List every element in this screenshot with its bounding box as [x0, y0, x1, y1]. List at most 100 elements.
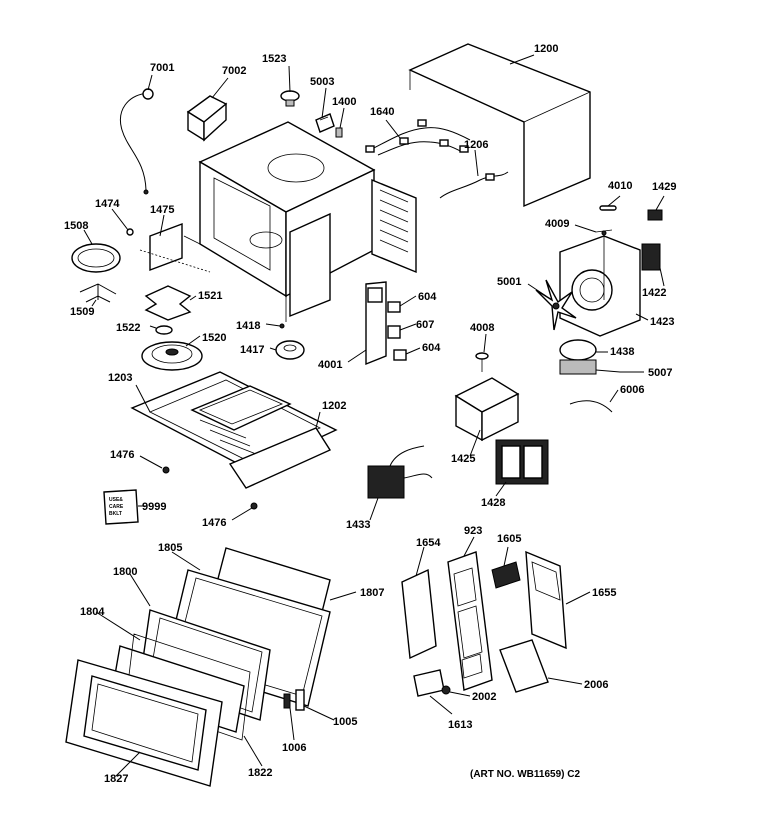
part-1521-plate [144, 285, 192, 321]
part-1655-circuit-board [525, 550, 567, 650]
part-1005-latch [295, 689, 305, 711]
label-4010: 4010 [608, 180, 632, 192]
part-5001-fan-blade [535, 279, 577, 331]
label-7001: 7001 [150, 62, 174, 74]
label-1005: 1005 [333, 716, 357, 728]
part-1509-roller-support [79, 283, 117, 303]
part-1006-latch-spring [283, 693, 291, 709]
manual-line-2: CARE [109, 504, 124, 510]
label-1655: 1655 [592, 587, 616, 599]
part-1474-screw [126, 228, 134, 236]
label-1203: 1203 [108, 372, 132, 384]
part-cavity-assembly [183, 121, 417, 322]
part-1206-power-cord [439, 171, 509, 199]
label-7002: 7002 [222, 65, 246, 77]
part-1417-motor [275, 340, 305, 360]
part-1429-fuse [647, 209, 663, 221]
label-1807: 1807 [360, 587, 384, 599]
label-2006: 2006 [584, 679, 608, 691]
part-6006-wire [569, 400, 613, 413]
label-1475: 1475 [150, 204, 174, 216]
label-1520: 1520 [202, 332, 226, 344]
label-1827: 1827 [104, 773, 128, 785]
part-604-switch-upper [387, 301, 401, 313]
part-1508-roller-ring [71, 243, 121, 273]
label-1422: 1422 [642, 287, 666, 299]
label-4008: 4008 [470, 322, 494, 334]
part-4001-interlock-bracket [365, 281, 387, 366]
label-1640: 1640 [370, 106, 394, 118]
part-923-control-panel [447, 551, 493, 691]
label-1476-lower: 1476 [202, 517, 226, 529]
part-1476-foot-upper [162, 466, 170, 474]
label-5007: 5007 [648, 367, 672, 379]
label-604-lower: 604 [422, 342, 441, 354]
label-1521: 1521 [198, 290, 222, 302]
part-1428-transformer [495, 439, 549, 485]
part-4008-screw [475, 352, 489, 372]
part-1438-capacitor [559, 339, 597, 375]
part-4009-screw [595, 229, 613, 236]
part-1654-cover [401, 568, 437, 660]
label-1474: 1474 [95, 198, 120, 210]
label-1202: 1202 [322, 400, 346, 412]
part-1200-outer-case [408, 43, 591, 208]
part-1613-door-button [413, 669, 445, 697]
label-1509: 1509 [70, 306, 94, 318]
part-1476-foot-lower [250, 502, 258, 510]
part-1423-fan-duct [559, 235, 641, 337]
label-1522: 1522 [116, 322, 140, 334]
label-1206: 1206 [464, 139, 488, 151]
label-1425: 1425 [451, 453, 475, 465]
label-2002: 2002 [472, 691, 496, 703]
label-1613: 1613 [448, 719, 472, 731]
label-1400: 1400 [332, 96, 356, 108]
label-1654: 1654 [416, 537, 441, 549]
label-1523: 1523 [262, 53, 286, 65]
label-1800: 1800 [113, 566, 137, 578]
part-7001-thermal-fuse [120, 88, 154, 195]
label-6006: 6006 [620, 384, 644, 396]
label-1006: 1006 [282, 742, 306, 754]
part-1520-turntable [141, 341, 203, 371]
part-1433-relay [367, 445, 433, 499]
part-1605-nameplate [491, 561, 521, 589]
label-923: 923 [464, 525, 482, 537]
part-labels: 7001 7002 1523 5003 1400 1640 1200 1206 … [64, 43, 676, 785]
part-7002-bracket [186, 95, 228, 142]
part-1418-screw [279, 323, 285, 329]
label-1804: 1804 [80, 606, 105, 618]
label-1508: 1508 [64, 220, 88, 232]
part-2002-button-spring [441, 685, 451, 695]
label-1423: 1423 [650, 316, 674, 328]
manual-line-1: USE& [109, 497, 123, 503]
part-1523-lamp [280, 90, 300, 107]
leader-lines [83, 54, 665, 777]
part-604-switch-lower [393, 349, 407, 361]
label-1605: 1605 [497, 533, 521, 545]
label-5003: 5003 [310, 76, 334, 88]
part-1475-cover [139, 222, 211, 273]
label-4001: 4001 [318, 359, 342, 371]
part-4010-clip [599, 205, 617, 211]
art-number: (ART NO. WB11659) C2 [470, 769, 580, 780]
part-2006-bracket [499, 639, 549, 693]
label-4009: 4009 [545, 218, 569, 230]
part-9999-manual: USE& CARE BKLT [103, 489, 139, 525]
part-5003-switch [315, 113, 335, 133]
part-1400-switch [335, 127, 343, 138]
label-607: 607 [416, 319, 434, 331]
label-604-upper: 604 [418, 291, 437, 303]
part-1640-wire-harness [365, 119, 471, 156]
label-1805: 1805 [158, 542, 182, 554]
label-1428: 1428 [481, 497, 505, 509]
part-607-switch [387, 325, 401, 339]
label-1438: 1438 [610, 346, 634, 358]
label-9999: 9999 [142, 501, 166, 513]
label-1476-upper: 1476 [110, 449, 134, 461]
label-5001: 5001 [497, 276, 521, 288]
part-5007-diode [595, 369, 640, 373]
label-1822: 1822 [248, 767, 272, 779]
